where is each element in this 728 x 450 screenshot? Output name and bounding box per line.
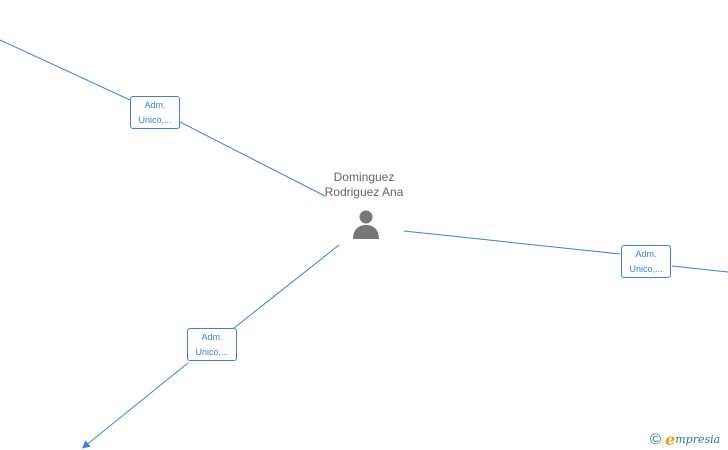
empresia-brand[interactable]: © e mpresia [650, 429, 720, 449]
relation-role-line2: Unico,... [629, 264, 663, 274]
relation-box-bottom-left[interactable]: Adm. Unico,... [187, 328, 237, 361]
copyright-icon: © [650, 430, 662, 448]
person-name-line2: Rodriguez Ana [324, 185, 404, 199]
relation-role-line2: Unico,... [195, 347, 229, 357]
edge-top-left [0, 39, 326, 197]
relation-role-line1: Adm. [201, 332, 223, 342]
relation-role-line1: Adm. [144, 100, 166, 110]
edge-right [403, 230, 728, 273]
person-silhouette-icon[interactable] [350, 208, 382, 240]
relation-box-right[interactable]: Adm. Unico,... [621, 245, 671, 278]
brand-logo-initial: e [665, 429, 676, 449]
person-name-label[interactable]: Dominguez Rodriguez Ana [304, 170, 424, 200]
relation-role-line2: Unico,... [138, 115, 172, 125]
brand-logo-text: mpresia [675, 432, 721, 446]
person-name-line1: Dominguez [333, 170, 395, 184]
edge-bottom-left [85, 244, 340, 446]
relation-box-top-left[interactable]: Adm. Unico,... [130, 96, 180, 129]
relation-role-line1: Adm. [635, 249, 657, 259]
